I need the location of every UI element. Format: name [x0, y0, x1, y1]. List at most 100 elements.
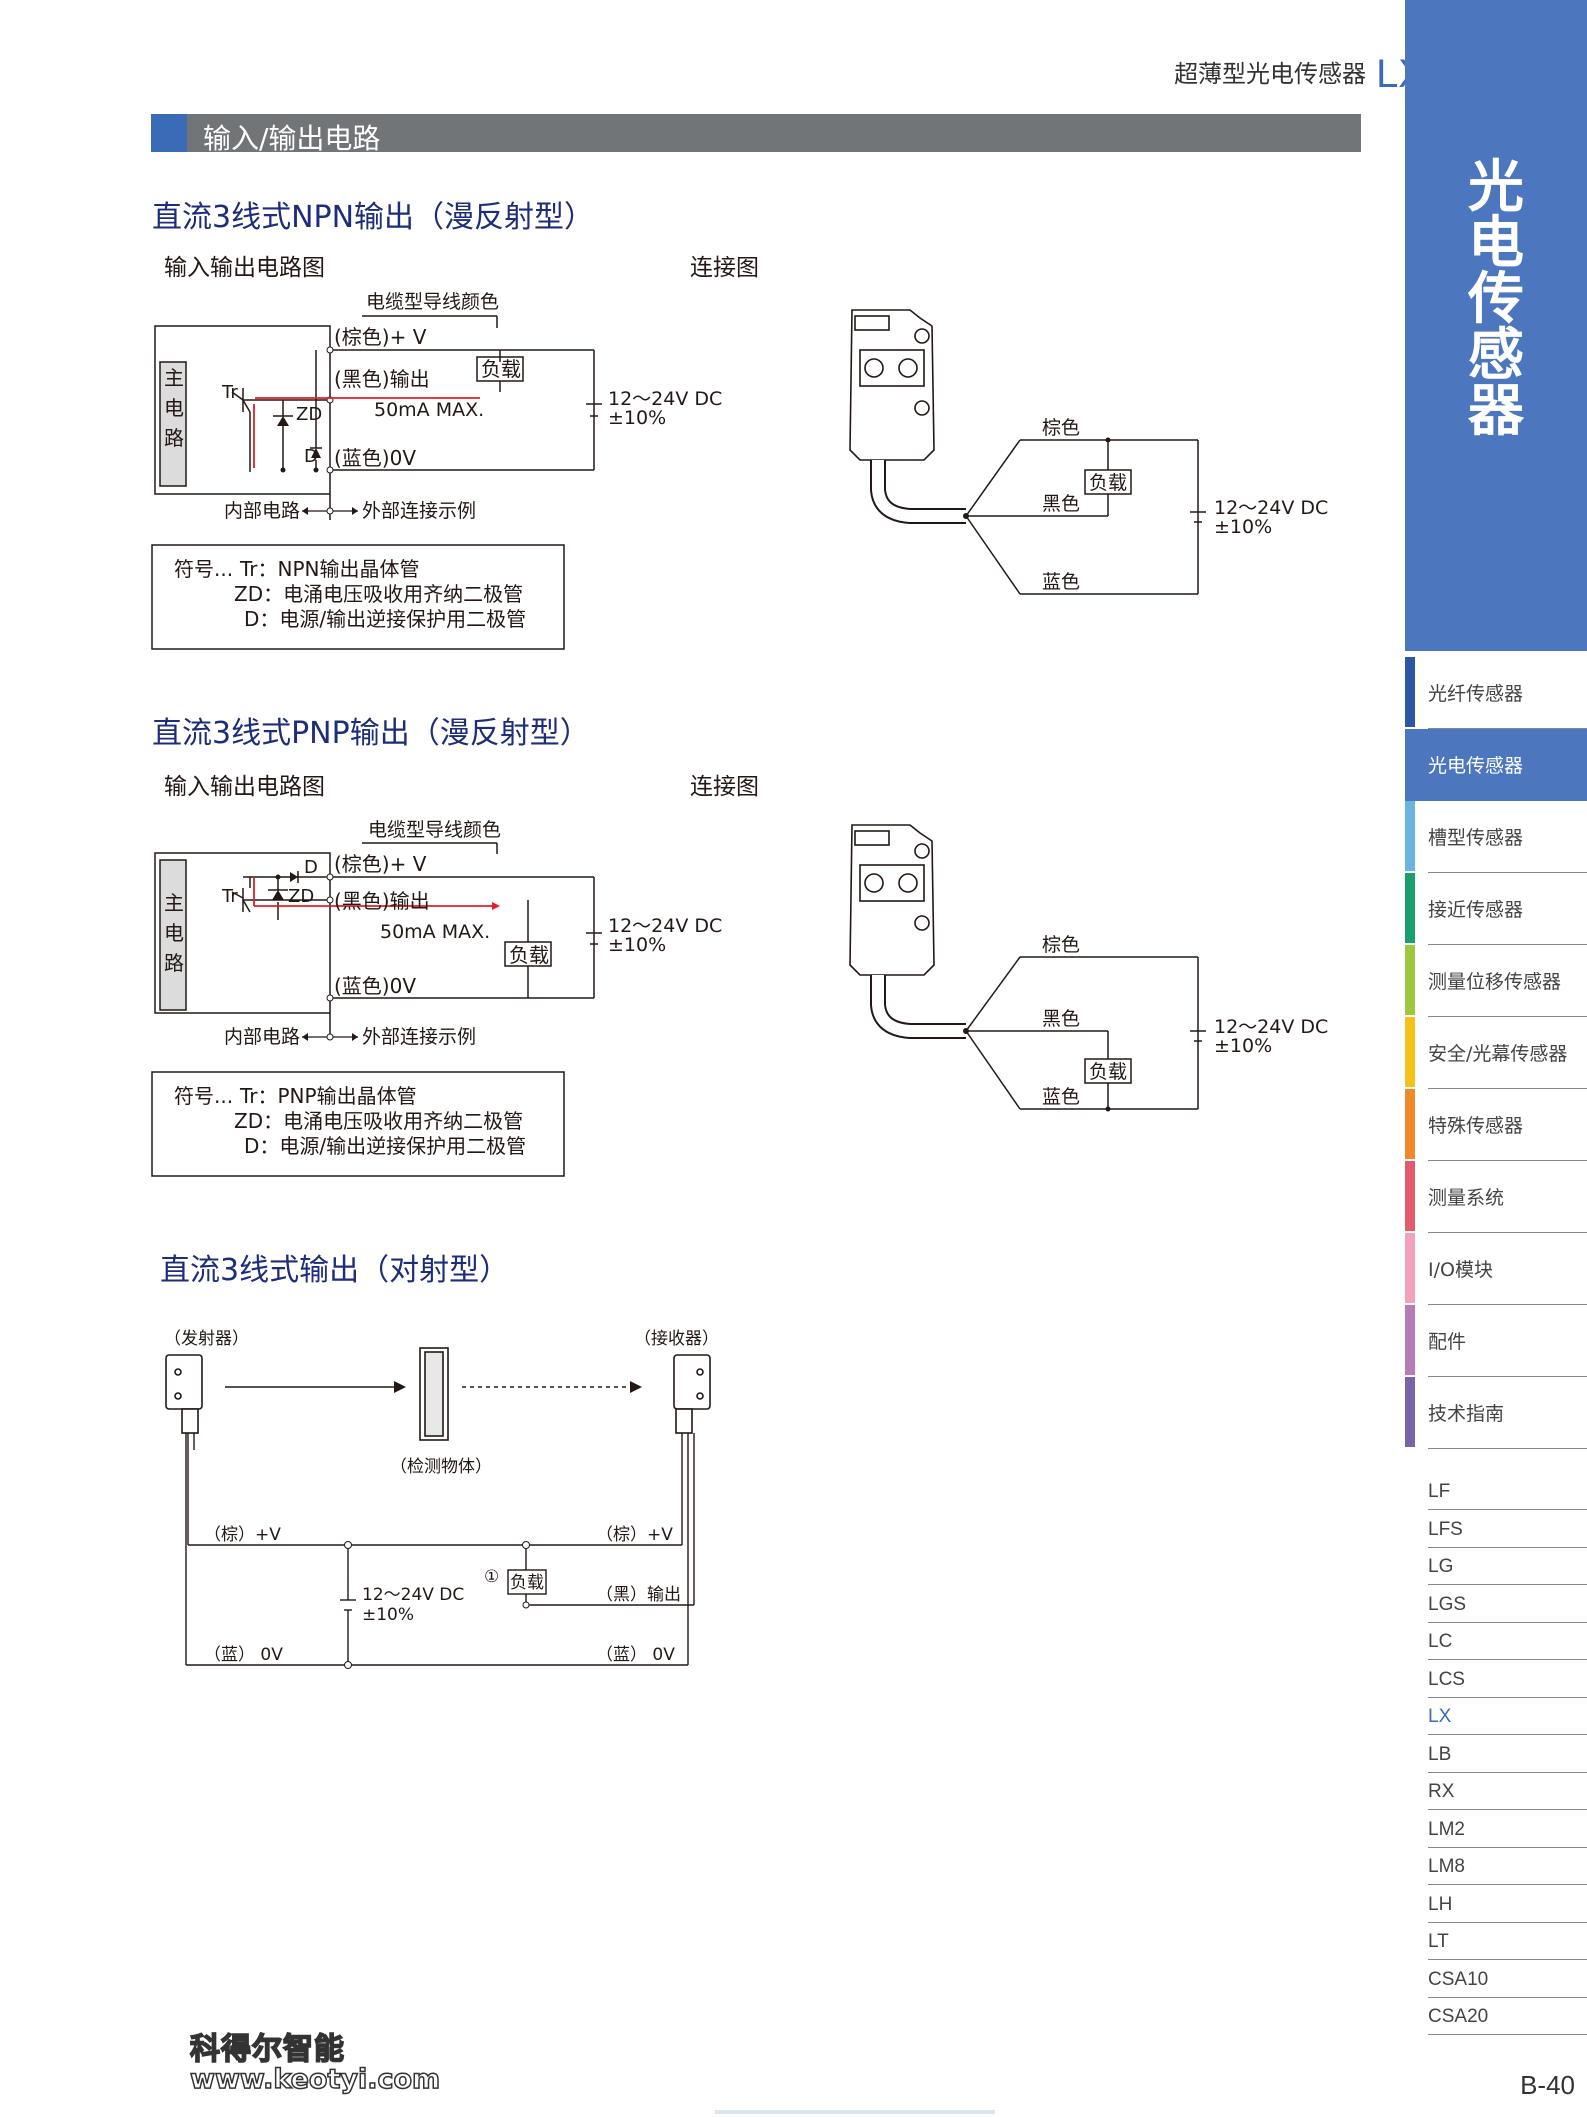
- model-label: LFS: [1428, 1518, 1463, 1540]
- sidebar-model-csa10[interactable]: CSA10: [1428, 1961, 1587, 1998]
- sidebar-category-4[interactable]: 测量位移传感器: [1405, 945, 1587, 1017]
- pnp-main-2: 电: [164, 921, 184, 945]
- sidebar-category-8[interactable]: I/O模块: [1405, 1233, 1587, 1305]
- thru-brown-right: （棕）+V: [596, 1525, 673, 1545]
- pnp-zd: ZD: [288, 886, 314, 907]
- npn-connection-label: 连接图: [690, 255, 759, 281]
- sidebar-category-9[interactable]: 配件: [1405, 1305, 1587, 1377]
- category-color-bar: [1405, 945, 1415, 1015]
- pnp-external: 外部连接示例: [362, 1026, 476, 1048]
- pnp-brown-v: (棕色)+ V: [334, 852, 427, 876]
- model-underline: [1428, 1809, 1587, 1810]
- sidebar-model-lf[interactable]: LF: [1428, 1473, 1587, 1510]
- sidebar-model-lh[interactable]: LH: [1428, 1886, 1587, 1923]
- npn-conn-blue: 蓝色: [1042, 571, 1080, 593]
- category-label: I/O模块: [1428, 1259, 1493, 1281]
- sidebar-model-lm2[interactable]: LM2: [1428, 1811, 1587, 1848]
- category-label: 测量位移传感器: [1428, 971, 1562, 993]
- thru-brown-left: （棕）+V: [204, 1525, 281, 1545]
- sidebar-category-2[interactable]: 槽型传感器: [1405, 801, 1587, 873]
- npn-d: D: [304, 446, 318, 467]
- model-label: LM2: [1428, 1818, 1465, 1840]
- category-label: 接近传感器: [1428, 899, 1524, 921]
- category-color-bar: [1405, 801, 1415, 871]
- pnp-legend-0: 符号...: [174, 1084, 233, 1108]
- sidebar-model-lb[interactable]: LB: [1428, 1736, 1587, 1773]
- category-label: 槽型传感器: [1428, 827, 1524, 849]
- model-label: LC: [1428, 1631, 1453, 1652]
- model-underline: [1428, 1959, 1587, 1960]
- npn-tolerance: ±10%: [608, 407, 666, 429]
- npn-legend-0: 符号...: [174, 557, 233, 581]
- sidebar-model-lg[interactable]: LG: [1428, 1548, 1587, 1585]
- model-underline: [1428, 1771, 1587, 1773]
- sidebar-category-1[interactable]: 光电传感器: [1405, 729, 1587, 801]
- sidebar-category-7[interactable]: 测量系统: [1405, 1161, 1587, 1233]
- category-color-bar: [1405, 1305, 1415, 1375]
- pnp-conn-blue: 蓝色: [1042, 1086, 1080, 1108]
- sidebar-category-5[interactable]: 安全/光幕传感器: [1405, 1017, 1587, 1089]
- model-label: RX: [1428, 1781, 1455, 1802]
- sidebar-model-csa20[interactable]: CSA20: [1428, 1998, 1587, 2035]
- npn-internal: 内部电路: [224, 500, 300, 522]
- npn-zd: ZD: [296, 404, 322, 425]
- pnp-legend-3: D：电源/输出逆接保护用二极管: [244, 1134, 526, 1158]
- pnp-tr: Tr: [221, 886, 238, 907]
- npn-brown-v: (棕色)+ V: [334, 325, 427, 349]
- footer-line: [715, 2110, 995, 2114]
- npn-conn-black: 黑色: [1042, 493, 1080, 515]
- pnp-internal: 内部电路: [224, 1026, 300, 1048]
- sidebar-model-lcs[interactable]: LCS: [1428, 1661, 1587, 1698]
- category-color-bar: [1405, 873, 1415, 943]
- npn-black-out: (黑色)输出: [334, 367, 430, 391]
- npn-main-1: 主: [164, 366, 184, 390]
- thru-emitter: （发射器）: [164, 1329, 249, 1349]
- sidebar-title-band: 光 电 传 感 器: [1405, 0, 1587, 651]
- pnp-circuit-label: 输入输出电路图: [164, 774, 325, 800]
- npn-tr: Tr: [221, 382, 238, 403]
- category-color-bar: [1405, 657, 1415, 727]
- thru-supply: 12～24V DC: [362, 1585, 464, 1605]
- sidebar-model-lfs[interactable]: LFS: [1428, 1511, 1587, 1548]
- model-underline: [1428, 2034, 1587, 2035]
- thru-circuit-diagram: （发射器） （接收器） （检测物体） （棕）+V （棕）+V （蓝） 0V （蓝…: [164, 1329, 719, 1669]
- npn-blue-0v: (蓝色)0V: [334, 446, 416, 470]
- model-underline: [1428, 1734, 1587, 1735]
- sidebar-model-lgs[interactable]: LGS: [1428, 1586, 1587, 1623]
- npn-load: 负载: [481, 357, 521, 381]
- sidebar-model-lt[interactable]: LT: [1428, 1923, 1587, 1960]
- category-underline: [1428, 1232, 1587, 1233]
- pnp-tolerance: ±10%: [608, 934, 666, 956]
- sidebar-category-3[interactable]: 接近传感器: [1405, 873, 1587, 945]
- section-bar: 输入/输出电路: [151, 114, 1361, 155]
- pnp-cable-color: 电缆型导线颜色: [368, 819, 501, 841]
- category-label: 特殊传感器: [1428, 1115, 1524, 1137]
- category-label: 测量系统: [1428, 1187, 1505, 1209]
- category-label: 光电传感器: [1428, 755, 1524, 777]
- model-underline: [1428, 1546, 1587, 1548]
- category-label: 配件: [1428, 1331, 1467, 1353]
- sidebar-category-0[interactable]: 光纤传感器: [1405, 657, 1587, 729]
- pnp-main-1: 主: [164, 891, 184, 915]
- npn-title: 直流3线式NPN输出（漫反射型）: [152, 200, 595, 235]
- npn-cable-color: 电缆型导线颜色: [366, 291, 499, 313]
- pnp-title: 直流3线式PNP输出（漫反射型）: [152, 716, 590, 751]
- sidebar-model-lx[interactable]: LX: [1428, 1698, 1587, 1735]
- thru-load-mark: ①: [484, 1567, 499, 1587]
- npn-conn-load: 负载: [1089, 472, 1127, 494]
- sidebar-model-rx[interactable]: RX: [1428, 1773, 1587, 1810]
- sidebar-model-lm8[interactable]: LM8: [1428, 1848, 1587, 1885]
- npn-conn-supply: 12～24V DC: [1214, 497, 1328, 519]
- category-color-bar: [1405, 1377, 1415, 1447]
- category-underline: [1428, 1088, 1587, 1089]
- sidebar-category-6[interactable]: 特殊传感器: [1405, 1089, 1587, 1161]
- sidebar-model-lc[interactable]: LC: [1428, 1623, 1587, 1660]
- section-title: 输入/输出电路: [203, 122, 381, 155]
- sidebar-category-10[interactable]: 技术指南: [1405, 1377, 1587, 1449]
- model-underline: [1428, 1621, 1587, 1623]
- pnp-load: 负载: [509, 943, 549, 967]
- pnp-blue-0v: (蓝色)0V: [334, 974, 416, 998]
- model-label: LX: [1428, 1706, 1452, 1727]
- npn-supply: 12～24V DC: [608, 388, 722, 410]
- pnp-legend-2: ZD：电涌电压吸收用齐纳二极管: [234, 1109, 523, 1133]
